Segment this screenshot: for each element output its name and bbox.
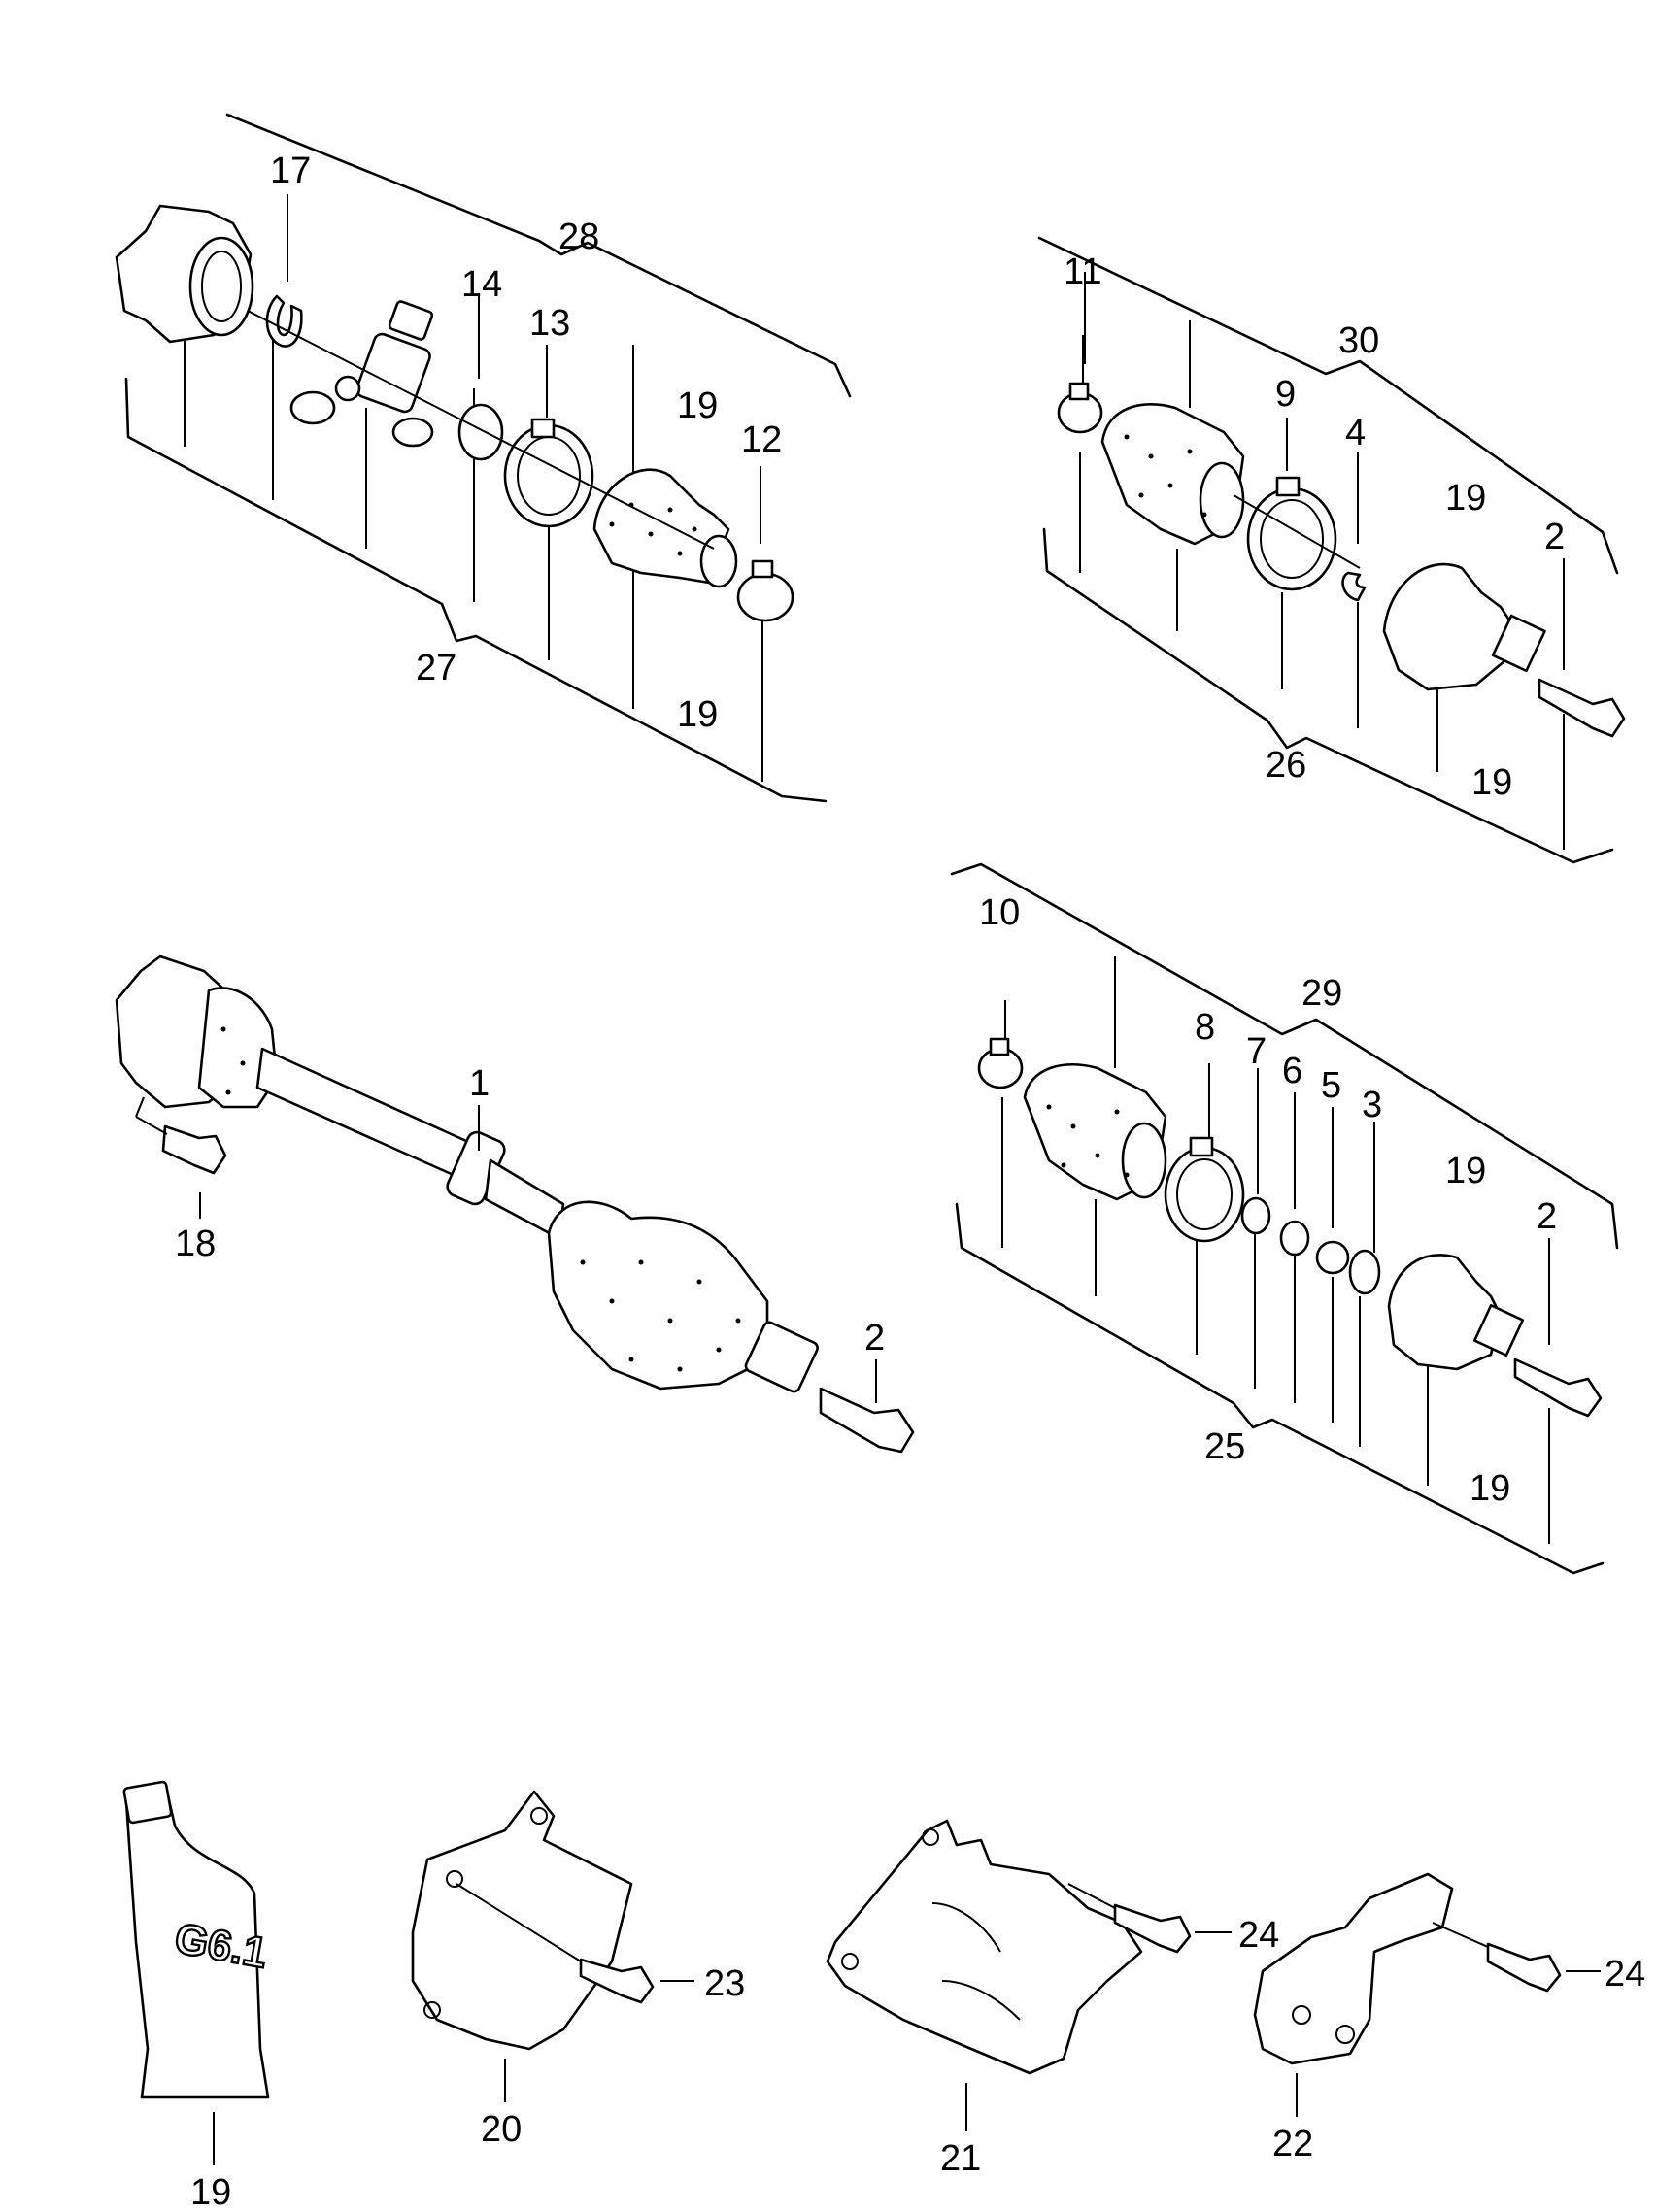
callout-19-a: 19 xyxy=(677,385,718,426)
callout-24-b: 24 xyxy=(1605,1954,1645,1994)
flange-bolt xyxy=(161,1124,227,1175)
bracket-27 xyxy=(124,377,828,803)
callout-12: 12 xyxy=(741,419,782,460)
callout-4: 4 xyxy=(1345,413,1366,453)
callout-9: 9 xyxy=(1275,374,1296,415)
bracket-28 xyxy=(225,113,852,398)
circlip xyxy=(265,294,303,348)
callout-27: 27 xyxy=(416,648,456,688)
callout-23: 23 xyxy=(704,1963,745,2004)
tripod-spider xyxy=(355,332,431,414)
callout-29: 29 xyxy=(1301,973,1342,1014)
bracket-plate xyxy=(1253,1872,1454,2065)
callout-19-f: 19 xyxy=(1470,1468,1510,1509)
hex-bolt xyxy=(1113,1903,1192,1954)
callout-5: 5 xyxy=(1321,1065,1341,1106)
bracket-part xyxy=(1253,1872,1601,2117)
heat-shield-a xyxy=(411,1790,694,2102)
group-outer-joint-kit-a xyxy=(1037,236,1626,864)
outer-cv-joint xyxy=(1387,1254,1503,1371)
callout-24-a: 24 xyxy=(1238,1915,1279,1956)
callout-19-b: 19 xyxy=(677,694,718,735)
callout-25: 25 xyxy=(1204,1426,1245,1467)
heat-shield-plate xyxy=(826,1819,1143,2075)
callout-8: 8 xyxy=(1195,1007,1215,1048)
callout-2-c: 2 xyxy=(864,1318,885,1358)
callout-11: 11 xyxy=(1064,251,1101,292)
bracket-29 xyxy=(950,862,1619,1250)
callout-18: 18 xyxy=(175,1223,216,1264)
callout-6: 6 xyxy=(1282,1051,1302,1091)
callout-30: 30 xyxy=(1338,320,1379,361)
callout-7: 7 xyxy=(1246,1031,1267,1072)
callout-19-d: 19 xyxy=(1471,762,1512,803)
callout-22: 22 xyxy=(1272,2124,1313,2164)
grease-tube: G6.1 xyxy=(122,1780,272,2165)
group-outer-joint-kit-b xyxy=(950,862,1619,1575)
callout-26: 26 xyxy=(1266,745,1306,786)
outer-boot xyxy=(547,1200,769,1391)
hex-bolt xyxy=(579,1958,655,2004)
callout-17: 17 xyxy=(270,151,311,191)
grease-tube-cap xyxy=(122,1780,173,1825)
callout-1: 1 xyxy=(469,1063,490,1104)
boot-stipple xyxy=(220,434,1207,1372)
callout-21: 21 xyxy=(940,2138,981,2179)
callout-labels: 17 28 14 13 19 12 27 19 11 30 9 4 19 2 2… xyxy=(175,151,1645,2212)
heat-shield-plate xyxy=(411,1790,633,2051)
seal-ring xyxy=(457,403,504,461)
thrust-ring xyxy=(1315,1240,1350,1275)
callout-2-a: 2 xyxy=(1544,517,1565,557)
outer-cv-joint xyxy=(1382,562,1512,691)
hex-bolt xyxy=(1486,1942,1562,1993)
callout-13: 13 xyxy=(529,303,570,344)
shaft-tube xyxy=(255,1047,468,1182)
dished-washer xyxy=(1279,1220,1310,1257)
callout-19-g: 19 xyxy=(190,2172,231,2212)
joint-boot xyxy=(592,468,730,585)
hex-bolt xyxy=(819,1387,915,1454)
bracket-30 xyxy=(1037,236,1619,575)
group-inner-joint-kit xyxy=(115,113,852,803)
callout-28: 28 xyxy=(558,217,599,257)
callout-3: 3 xyxy=(1362,1085,1382,1125)
spacer-ring xyxy=(1240,1196,1271,1235)
bracket-26 xyxy=(1042,527,1614,864)
complete-drive-shaft xyxy=(115,955,915,1454)
callout-19-e: 19 xyxy=(1445,1151,1486,1191)
outer-joint-spline xyxy=(744,1321,819,1393)
inner-boot xyxy=(197,987,279,1109)
callout-2-b: 2 xyxy=(1537,1196,1557,1237)
hex-bolt xyxy=(1538,678,1626,738)
callout-20: 20 xyxy=(481,2109,522,2150)
callout-10: 10 xyxy=(979,892,1020,933)
heat-shield-b xyxy=(826,1819,1232,2131)
circlip xyxy=(1348,1249,1381,1295)
callout-14: 14 xyxy=(461,264,502,305)
small-clamp xyxy=(736,572,794,622)
grease-tube-body xyxy=(124,1790,270,2099)
callout-19-c: 19 xyxy=(1445,478,1486,519)
bracket-25 xyxy=(955,1202,1605,1575)
circlip xyxy=(1341,571,1367,602)
hex-bolt xyxy=(1513,1357,1603,1418)
